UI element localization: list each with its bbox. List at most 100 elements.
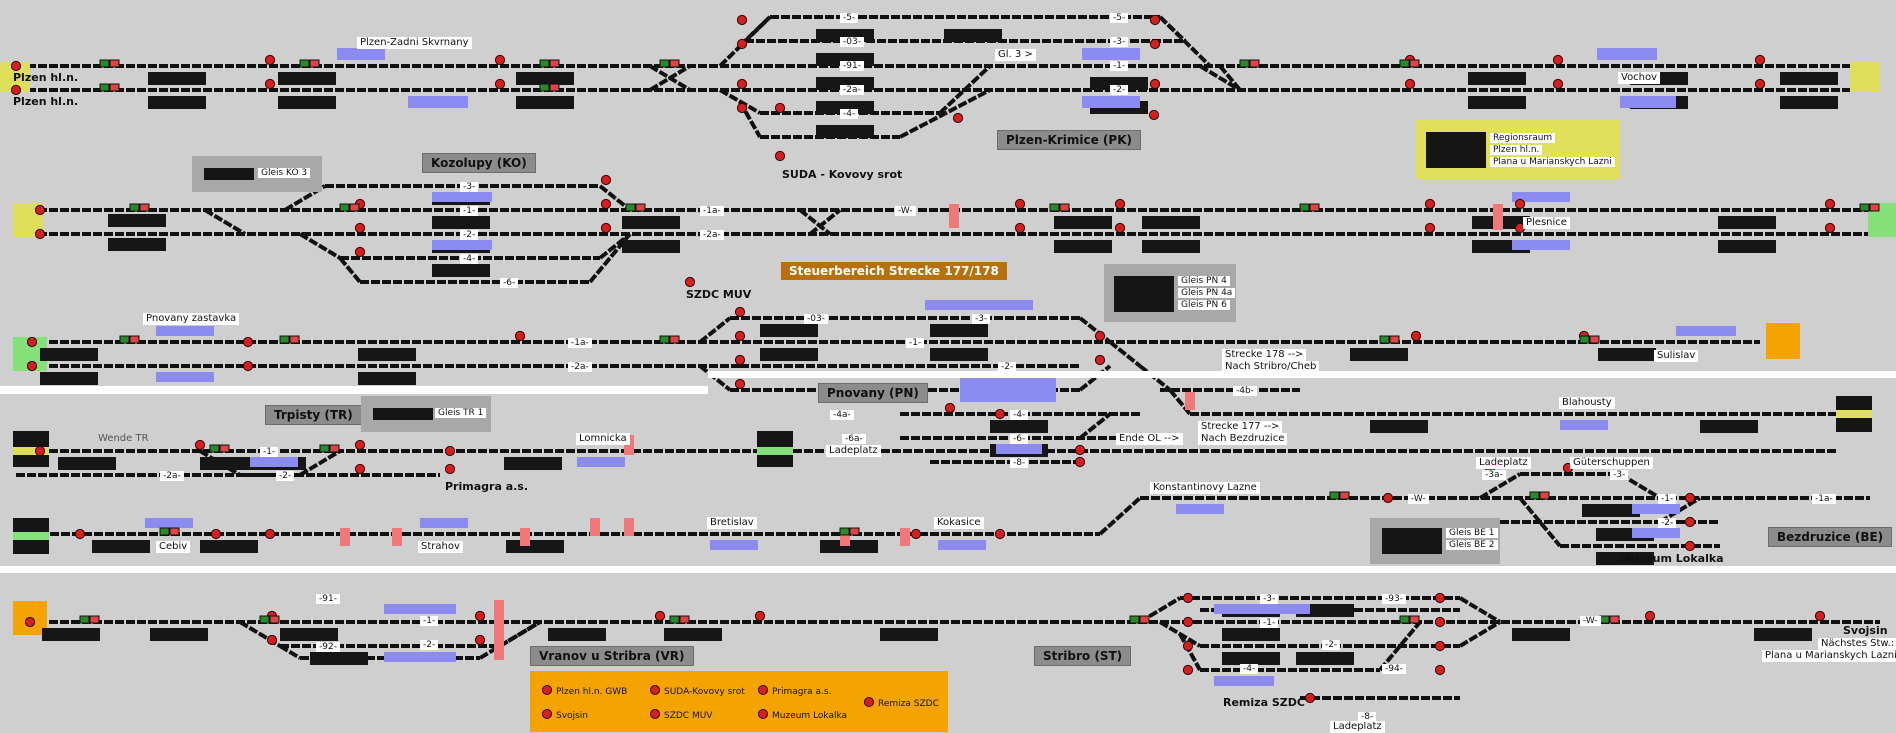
station-suda: SUDA - Kovovy srot — [782, 168, 903, 181]
switch-lamp — [219, 444, 230, 453]
station-guterschuppen: Güterschuppen — [1570, 457, 1653, 469]
legend-remiza[interactable]: Remiza SZDC — [864, 697, 939, 709]
signal-light — [754, 610, 766, 622]
signal-light — [734, 330, 746, 342]
signal-light — [774, 150, 786, 162]
block-marker — [624, 518, 634, 536]
signal-light — [1410, 330, 1422, 342]
block-marker — [1560, 420, 1608, 430]
area-trpisty[interactable]: Trpisty (TR) — [265, 405, 362, 425]
signal-light — [1182, 592, 1194, 604]
signal-light — [494, 78, 506, 90]
switch-lamp — [299, 59, 310, 68]
track-led-display — [1142, 240, 1200, 253]
station-sulislav: Sulislav — [1654, 350, 1699, 362]
track-led-display — [622, 240, 680, 253]
legend-svojsin[interactable]: Svojsin — [542, 709, 588, 721]
signal-light — [736, 14, 748, 26]
block-marker — [577, 457, 625, 467]
legend-muzeum[interactable]: Muzeum Lokalka — [758, 709, 847, 721]
track-segment — [1198, 64, 1242, 92]
track-led-display — [504, 457, 562, 470]
signal-light — [474, 634, 486, 646]
switch-lamp — [89, 615, 100, 624]
signal-light — [1094, 330, 1106, 342]
legend-suda[interactable]: SUDA-Kovovy srot — [650, 685, 745, 697]
switch-lamp — [1409, 615, 1420, 624]
switch-lamp — [549, 59, 560, 68]
switch-lamp — [1529, 491, 1540, 500]
track-segment — [203, 208, 247, 236]
gleis-ko3-label: Gleis KO 3 — [258, 168, 311, 178]
signal-light — [1552, 78, 1564, 90]
area-plzen-krimice[interactable]: Plzen-Krimice (PK) — [997, 130, 1141, 150]
track-number-st8: -8- — [1358, 712, 1377, 722]
area-bezdruzice[interactable]: Bezdruzice (BE) — [1768, 527, 1893, 547]
gleis-be-panel: Gleis BE 1 Gleis BE 2 — [1370, 518, 1500, 564]
signal-light — [952, 112, 964, 124]
signal-light — [264, 54, 276, 66]
track-led-display — [944, 29, 1002, 42]
area-steuerbereich[interactable]: Steuerbereich Strecke 177/178 — [781, 262, 1007, 280]
signal-light — [1434, 640, 1446, 652]
track-led-display — [930, 348, 988, 361]
signal-layer[interactable] — [10, 14, 1880, 704]
block-marker — [840, 528, 850, 546]
switch-lamp — [269, 615, 280, 624]
track-number-ko2: -2- — [460, 230, 479, 240]
switch-lamp — [669, 59, 680, 68]
track-number-st1: -1- — [1260, 618, 1279, 628]
signal-light — [600, 174, 612, 186]
switch-lamp — [289, 335, 300, 344]
signal-light — [1424, 198, 1436, 210]
regionsraum-panel: Regionsraum Plzen hl.n. Plana u Mariansk… — [1416, 120, 1620, 179]
switch-lamp — [1399, 59, 1410, 68]
track-led-display — [200, 457, 258, 470]
switch-lamp — [849, 527, 860, 536]
block-marker — [1214, 604, 1310, 614]
track-led-display — [108, 214, 166, 227]
area-stribro[interactable]: Stribro (ST) — [1034, 646, 1132, 666]
switch-lamp — [79, 615, 90, 624]
track-led-display — [548, 628, 606, 641]
track-number-pn3: -3- — [972, 314, 991, 324]
track-segment — [1518, 496, 1562, 548]
station-svojsin: Svojsin — [1843, 624, 1888, 637]
block-layer — [0, 29, 1896, 686]
station-plzen-1: Plzen hl.n. — [13, 71, 79, 84]
gleis-be2-label: Gleis BE 2 — [1446, 540, 1498, 550]
area-kozolupy[interactable]: Kozolupy (KO) — [422, 153, 536, 173]
area-vranov[interactable]: Vranov u Stribra (VR) — [530, 646, 694, 666]
track-led-display — [278, 96, 336, 109]
block-marker — [337, 48, 385, 60]
signal-light — [210, 528, 222, 540]
legend-szdc-muv[interactable]: SZDC MUV — [650, 709, 712, 721]
track-led-display — [1468, 96, 1526, 109]
switch-lamp — [1379, 335, 1390, 344]
track-number-pn2a: -2a- — [568, 362, 592, 372]
track-segment — [1138, 364, 1172, 392]
legend-primagra[interactable]: Primagra a.s. — [758, 685, 831, 697]
signal-light — [1014, 222, 1026, 234]
signal-light — [1149, 78, 1161, 90]
track-segment — [1098, 496, 1142, 536]
track-led-display — [1090, 77, 1148, 90]
block-marker — [432, 240, 492, 250]
switch-lamp — [139, 203, 150, 212]
switch-lamp — [1589, 335, 1600, 344]
track-segment — [1458, 620, 1502, 648]
signal-light — [1684, 516, 1696, 528]
track-led-display — [1754, 628, 1812, 641]
block-marker — [1632, 504, 1680, 514]
switch-lamp — [549, 83, 560, 92]
legend-plzen-gwb[interactable]: Plzen hl.n. GWB — [542, 685, 627, 697]
signal-light — [1149, 38, 1161, 50]
station-vochov: Vochov — [1618, 72, 1661, 84]
block-marker — [384, 652, 456, 662]
area-pnovany[interactable]: Pnovany (PN) — [818, 383, 928, 403]
track-led-display — [1700, 420, 1758, 433]
switch-lamp — [839, 527, 850, 536]
track-number-ko3: -3- — [460, 182, 479, 192]
track-segment — [278, 644, 302, 660]
block-marker — [1082, 48, 1140, 60]
